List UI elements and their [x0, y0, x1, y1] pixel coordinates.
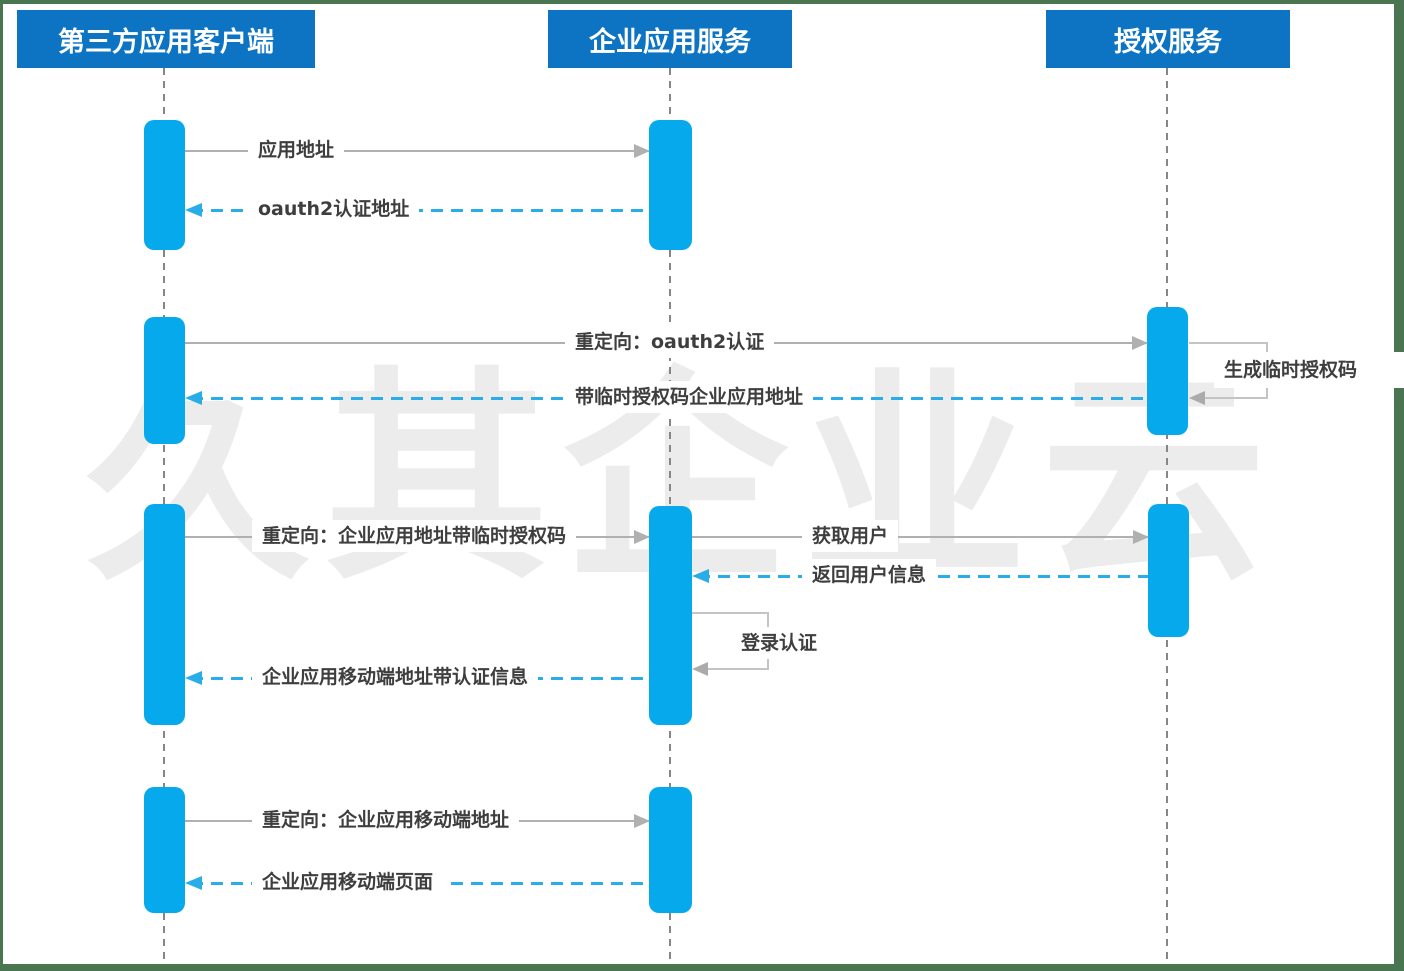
- message-label: 重定向：企业应用地址带临时授权码: [252, 520, 577, 552]
- arrowhead-left-icon: [185, 203, 202, 217]
- message-label: 企业应用移动端页面: [252, 866, 444, 898]
- arrowhead-left-icon: [185, 671, 202, 685]
- page-border-right: [1394, 0, 1404, 971]
- message-label: oauth2认证地址: [248, 193, 420, 225]
- self-loop-return-line: [1199, 397, 1268, 399]
- self-message-login-auth: 登录认证: [692, 612, 828, 676]
- arrow-line: [185, 150, 649, 152]
- activation-bar-app-1: [649, 120, 692, 250]
- message-label: 获取用户: [802, 520, 899, 552]
- message-label: 返回用户信息: [802, 559, 937, 591]
- page-border-bottom: [0, 964, 1404, 971]
- activation-bar-auth-2: [1148, 504, 1189, 637]
- page-border-left: [0, 0, 3, 971]
- page-border-top: [0, 0, 1404, 4]
- message-label: 生成临时授权码: [1214, 352, 1404, 388]
- self-loop-return-line: [702, 668, 769, 670]
- message-label: 重定向：企业应用移动端地址: [252, 804, 520, 836]
- arrowhead-left-icon: [692, 662, 708, 676]
- activation-bar-client-2: [144, 317, 185, 444]
- arrowhead-left-icon: [1189, 391, 1205, 405]
- actor-box-third-party-client: 第三方应用客户端: [17, 10, 315, 68]
- arrowhead-right-icon: [1133, 530, 1149, 544]
- message-label: 企业应用移动端地址带认证信息: [252, 661, 539, 693]
- activation-bar-app-3: [649, 787, 692, 913]
- activation-bar-client-1: [144, 120, 185, 250]
- arrow-line: [692, 536, 1148, 538]
- arrowhead-right-icon: [634, 814, 650, 828]
- message-label: 重定向：oauth2认证: [565, 326, 775, 358]
- arrow-line: [191, 209, 649, 212]
- activation-bar-client-3: [144, 504, 185, 725]
- self-message-generate-temp-code: 生成临时授权码: [1189, 342, 1404, 405]
- arrowhead-right-icon: [634, 144, 650, 158]
- message-label: 登录认证: [731, 627, 828, 659]
- actor-box-enterprise-app-service: 企业应用服务: [548, 10, 792, 68]
- arrowhead-left-icon: [185, 391, 202, 405]
- actor-box-auth-service: 授权服务: [1046, 10, 1290, 68]
- activation-bar-client-4: [144, 787, 185, 913]
- message-label: 应用地址: [248, 134, 345, 166]
- activation-bar-auth-1: [1147, 307, 1188, 435]
- arrowhead-left-icon: [692, 569, 709, 583]
- arrowhead-right-icon: [634, 530, 650, 544]
- activation-bar-app-2: [649, 506, 692, 725]
- arrowhead-left-icon: [185, 876, 202, 890]
- message-label: 带临时授权码企业应用地址: [565, 381, 814, 413]
- arrowhead-right-icon: [1132, 336, 1148, 350]
